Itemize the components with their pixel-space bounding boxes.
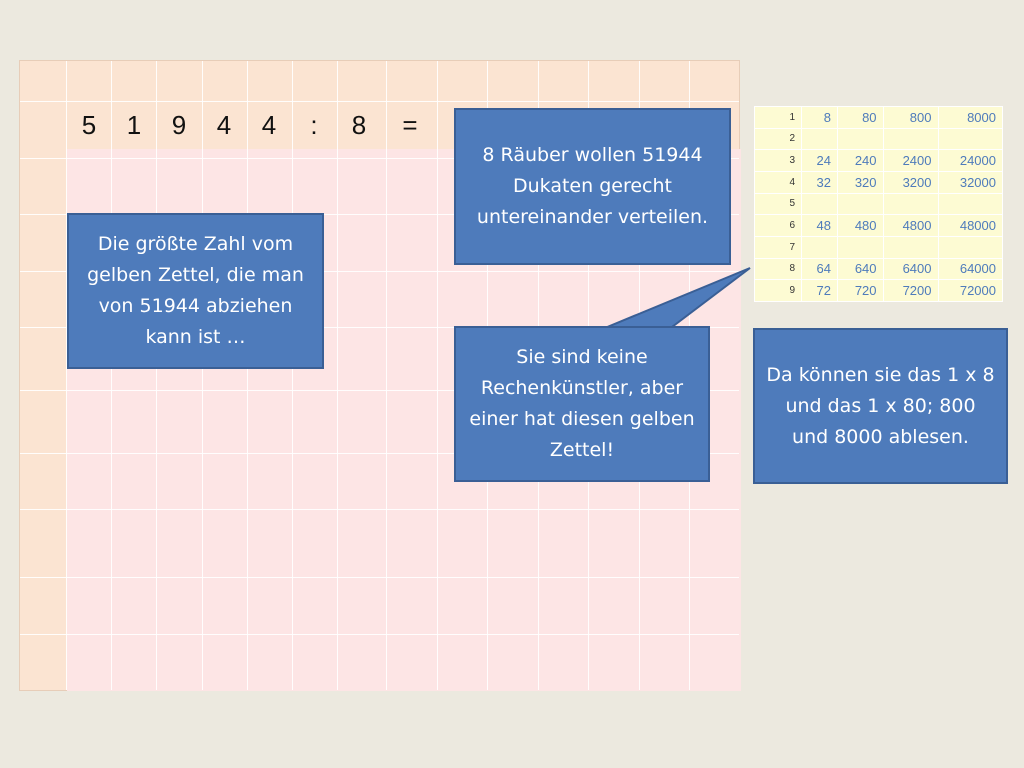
- row-number: 3: [754, 149, 802, 172]
- table-cell: [882, 192, 939, 216]
- table-cell: 64: [800, 257, 839, 281]
- table-cell: 720: [837, 279, 884, 302]
- table-cell: 72: [800, 279, 839, 302]
- table-cell: 32: [800, 170, 839, 194]
- table-cell: 8000: [937, 106, 1003, 129]
- table-row: 5: [754, 192, 1003, 216]
- table-cell: [800, 192, 839, 216]
- row-number: 5: [754, 192, 802, 216]
- table-cell: [800, 235, 839, 259]
- table-cell: 240: [837, 149, 884, 172]
- row-number: 4: [754, 170, 802, 194]
- table-cell: 24000: [937, 149, 1003, 172]
- table-cell: [937, 235, 1003, 259]
- row-number: 1: [754, 106, 802, 129]
- table-cell: 4800: [882, 214, 939, 237]
- table-row: 2: [754, 127, 1003, 151]
- table-cell: [937, 192, 1003, 216]
- table-cell: [937, 127, 1003, 151]
- row-number: 2: [754, 127, 802, 151]
- table-cell: 64000: [937, 257, 1003, 281]
- table-cell: 48: [800, 214, 839, 237]
- table-cell: 640: [837, 257, 884, 281]
- table-cell: 8: [800, 106, 839, 129]
- divisor-8: 8: [351, 110, 367, 140]
- table-cell: 6400: [882, 257, 939, 281]
- callout-not-artists: Sie sind keine Rechenkünstler, aber eine…: [454, 326, 710, 482]
- table-row: 7: [754, 235, 1003, 259]
- callout-hint-largest: Die größte Zahl vom gelben Zettel, die m…: [67, 213, 324, 369]
- table-cell: 80: [837, 106, 884, 129]
- table-cell: [882, 235, 939, 259]
- digit-5: 5: [81, 110, 97, 140]
- digit-4b: 4: [261, 110, 277, 140]
- table-cell: 320: [837, 170, 884, 194]
- table-cell: 3200: [882, 170, 939, 194]
- table-cell: 48000: [937, 214, 1003, 237]
- digit-1: 1: [126, 110, 142, 140]
- callout-read-off: Da können sie das 1 x 8 und das 1 x 80; …: [753, 328, 1008, 484]
- table-cell: [800, 127, 839, 151]
- row-number: 6: [754, 214, 802, 237]
- table-cell: 24: [800, 149, 839, 172]
- table-cell: [882, 127, 939, 151]
- row-number: 7: [754, 235, 802, 259]
- table-cell: 7200: [882, 279, 939, 302]
- table-cell: 32000: [937, 170, 1003, 194]
- table-cell: 72000: [937, 279, 1003, 302]
- table-cell: 480: [837, 214, 884, 237]
- equals-sign: =: [402, 110, 418, 140]
- row-number: 9: [754, 279, 802, 302]
- digit-4a: 4: [216, 110, 232, 140]
- row-number: 8: [754, 257, 802, 281]
- table-cell: 800: [882, 106, 939, 129]
- table-cell: 2400: [882, 149, 939, 172]
- digit-9: 9: [171, 110, 187, 140]
- table-cell: [837, 235, 884, 259]
- table-cell: [837, 127, 884, 151]
- callout-story: 8 Räuber wollen 51944 Dukaten gerecht un…: [454, 108, 731, 265]
- division-sign: :: [310, 110, 318, 140]
- table-cell: [837, 192, 884, 216]
